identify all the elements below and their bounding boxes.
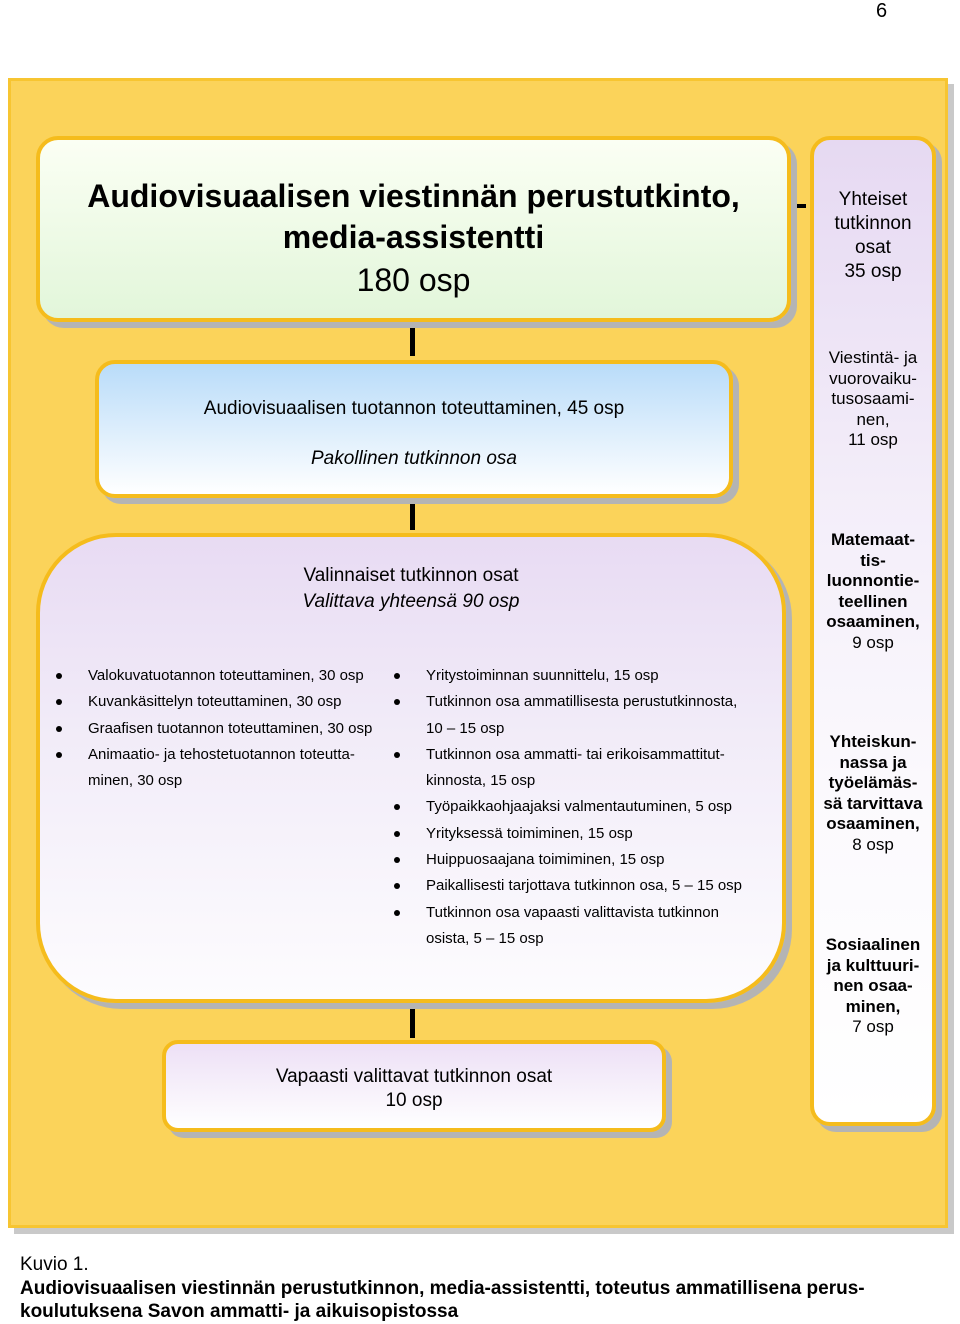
unit-line: tis- xyxy=(860,550,886,570)
unit-credits: 8 osp xyxy=(852,834,894,854)
common-units-box: Yhteiset tutkinnon osat 35 osp Viestintä… xyxy=(810,136,936,1126)
list-item: Kuvankäsittelyn toteuttaminen, 30 osp xyxy=(54,689,404,715)
unit-line: luonnontie- xyxy=(826,571,920,590)
list-item: Graafisen tuotannon toteuttaminen, 30 os… xyxy=(54,716,404,742)
figure-caption: Audiovisuaalisen viestinnän perustutkinn… xyxy=(20,1278,865,1322)
unit-line: nen, xyxy=(856,409,890,429)
list-item: Yrityksessä toimiminen, 15 osp xyxy=(392,821,812,847)
common-heading-line-1: Yhteiset xyxy=(838,189,908,210)
list-item: Tutkinnon osa ammatti- tai erikoisammatt… xyxy=(392,742,812,768)
unit-line: Yhteiskun- xyxy=(829,732,917,751)
degree-title-line-2: media-assistentti xyxy=(282,219,545,255)
list-item-continuation: osista, 5 – 15 osp xyxy=(426,929,544,947)
unit-line: minen, xyxy=(845,996,901,1016)
page-number: 6 xyxy=(876,0,888,22)
unit-line: Matemaat- xyxy=(830,530,916,549)
unit-line: Sosiaalinen xyxy=(825,935,921,954)
degree-credits: 180 osp xyxy=(356,262,471,298)
unit-line: ja kulttuuri- xyxy=(826,955,920,975)
optional-units-title: Valinnaiset tutkinnon osat xyxy=(303,565,519,586)
list-item: Työpaikkaohjaajaksi valmentautuminen, 5 … xyxy=(392,794,812,820)
connector-title-mandatory xyxy=(410,326,415,356)
list-item: Huippuosaajana toimiminen, 15 osp xyxy=(392,847,812,873)
list-item: Paikallisesti tarjottava tutkinnon osa, … xyxy=(392,873,812,899)
free-choice-box: Vapaasti valittavat tutkinnon osat 10 os… xyxy=(162,1040,666,1132)
unit-line: Viestintä- ja xyxy=(828,348,918,367)
unit-line: nassa ja xyxy=(839,752,907,772)
list-item: Yritystoiminnan suunnittelu, 15 osp xyxy=(392,663,812,689)
unit-line: vuorovaiku- xyxy=(829,368,917,388)
degree-title-box: Audiovisuaalisen viestinnän perustutkint… xyxy=(36,136,791,322)
connector-title-common xyxy=(792,204,806,208)
list-item: Valokuvatuotannon toteuttaminen, 30 osp xyxy=(54,663,404,689)
unit-line: sä tarvittava xyxy=(823,793,923,813)
common-heading-line-3: osat xyxy=(855,237,891,258)
unit-line: nen osaa- xyxy=(833,976,913,995)
unit-line: tusosaami- xyxy=(831,389,915,408)
unit-line: osaaminen, xyxy=(826,612,920,631)
list-item: Tutkinnon osa vapaasti valittavista tutk… xyxy=(392,900,812,926)
unit-credits: 7 osp xyxy=(852,1017,894,1036)
unit-line: teellinen xyxy=(838,591,908,611)
mandatory-unit-subtitle: Pakollinen tutkinnon osa xyxy=(311,448,517,469)
optional-units-subtitle: Valittava yhteensä 90 osp xyxy=(302,591,520,612)
optional-units-box: Valinnaiset tutkinnon osat Valittava yht… xyxy=(36,533,786,1003)
common-units-heading: Yhteiset tutkinnon osat 35 osp xyxy=(814,188,932,284)
degree-title-line-1: Audiovisuaalisen viestinnän perustutkint… xyxy=(87,178,740,214)
common-unit-math-science: Matemaat- tis- luonnontie- teellinen osa… xyxy=(814,530,932,653)
connector-optional-free xyxy=(410,1008,415,1038)
degree-title: Audiovisuaalisen viestinnän perustutkint… xyxy=(40,176,787,258)
list-item-continuation: kinnosta, 15 osp xyxy=(426,772,536,790)
free-choice-title: Vapaasti valittavat tutkinnon osat xyxy=(275,1066,553,1087)
common-units-credits: 35 osp xyxy=(844,261,902,282)
optional-units-right-list: Yritystoiminnan suunnittelu, 15 osp Tutk… xyxy=(392,663,812,952)
list-item: Tutkinnon osa ammatillisesta perustutkin… xyxy=(392,689,812,715)
figure-label: Kuvio 1. xyxy=(20,1254,89,1275)
mandatory-unit-title: Audiovisuaalisen tuotannon toteuttaminen… xyxy=(203,398,625,419)
list-item-continuation: 10 – 15 osp xyxy=(426,719,505,737)
common-unit-communication: Viestintä- ja vuorovaiku- tusosaami- nen… xyxy=(814,348,932,451)
common-unit-society-work: Yhteiskun- nassa ja työelämäs- sä tarvit… xyxy=(814,732,932,855)
common-heading-line-2: tutkinnon xyxy=(834,213,912,234)
free-choice-credits: 10 osp xyxy=(385,1090,443,1111)
unit-line: työelämäs- xyxy=(828,773,918,792)
list-item-continuation: minen, 30 osp xyxy=(88,772,183,790)
unit-line: osaaminen, xyxy=(826,814,920,833)
unit-credits: 9 osp xyxy=(852,632,894,652)
list-item: Animaatio- ja tehostetuotannon toteutta- xyxy=(54,742,404,768)
unit-credits: 11 osp xyxy=(848,430,898,449)
optional-units-left-list: Valokuvatuotannon toteuttaminen, 30 osp … xyxy=(54,663,404,794)
common-unit-social-cultural: Sosiaalinen ja kulttuuri- nen osaa- mine… xyxy=(814,935,932,1038)
connector-mandatory-optional xyxy=(410,503,415,530)
mandatory-unit-box: Audiovisuaalisen tuotannon toteuttaminen… xyxy=(95,360,733,498)
